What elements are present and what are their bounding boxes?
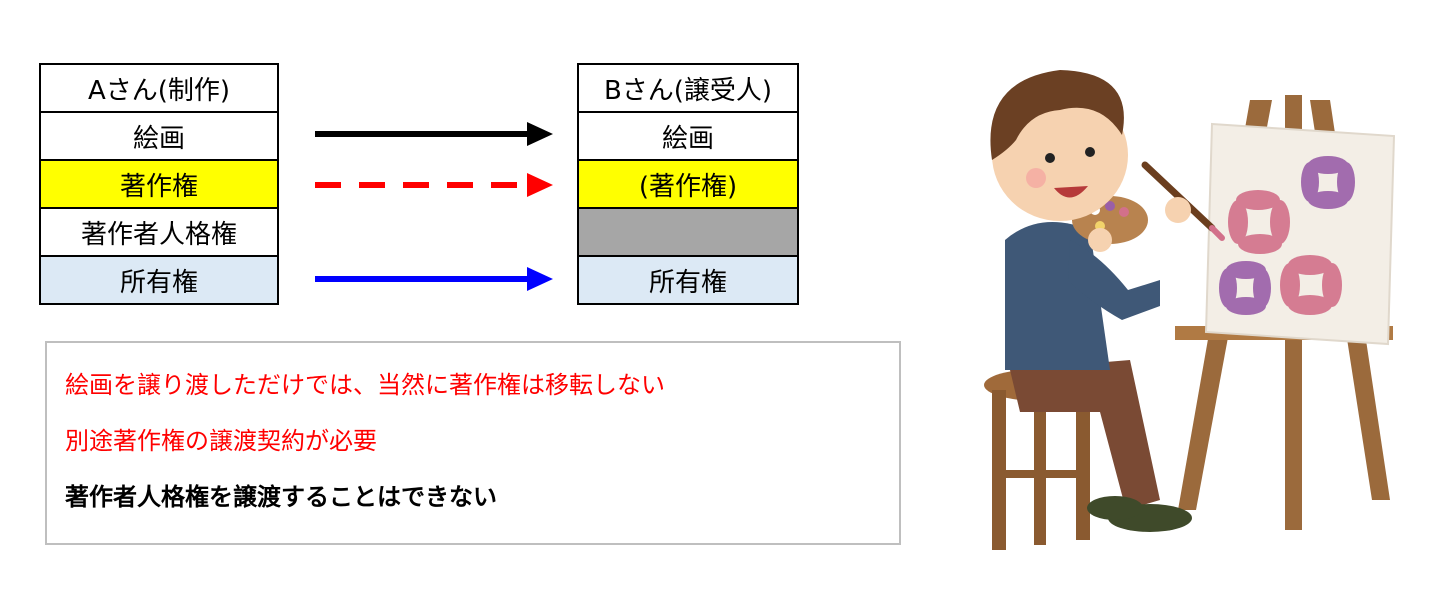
painting-transfer-arrow xyxy=(315,122,553,146)
table-a-moral-rights: 著作者人格権 xyxy=(39,207,279,257)
copyright-transfer-dashed-arrow xyxy=(315,173,553,197)
painter-illustration xyxy=(984,70,1396,550)
table-a-header: Aさん(制作) xyxy=(39,63,279,113)
table-a-copyright: 著作権 xyxy=(39,159,279,209)
table-a-painting: 絵画 xyxy=(39,111,279,161)
table-b-moral-rights-empty xyxy=(577,207,799,257)
table-b-copyright: (著作権) xyxy=(577,159,799,209)
note-contract-required: 別途著作権の譲渡契約が必要 xyxy=(65,427,377,455)
ownership-transfer-arrow xyxy=(315,267,553,291)
table-transferee-b: Bさん(譲受人) 絵画 (著作権) 所有権 xyxy=(577,63,799,305)
shoes xyxy=(1087,496,1192,532)
notes-box: 絵画を譲り渡しただけでは、当然に著作権は移転しない 別途著作権の譲渡契約が必要 … xyxy=(45,341,901,545)
sweater xyxy=(1005,222,1160,370)
hands xyxy=(1088,197,1191,252)
trousers xyxy=(1010,360,1160,510)
head xyxy=(990,70,1128,221)
note-moral-rights-untransferable: 著作者人格権を譲渡することはできない xyxy=(65,483,497,511)
table-b-header: Bさん(譲受人) xyxy=(577,63,799,113)
table-b-painting: 絵画 xyxy=(577,111,799,161)
table-b-ownership: 所有権 xyxy=(577,255,799,305)
paintbrush xyxy=(1141,161,1225,241)
canvas-with-flowers xyxy=(1204,122,1396,346)
table-a-ownership: 所有権 xyxy=(39,255,279,305)
table-creator-a: Aさん(制作) 絵画 著作権 著作者人格権 所有権 xyxy=(39,63,279,305)
note-not-transferred: 絵画を譲り渡しただけでは、当然に著作権は移転しない xyxy=(65,371,665,399)
